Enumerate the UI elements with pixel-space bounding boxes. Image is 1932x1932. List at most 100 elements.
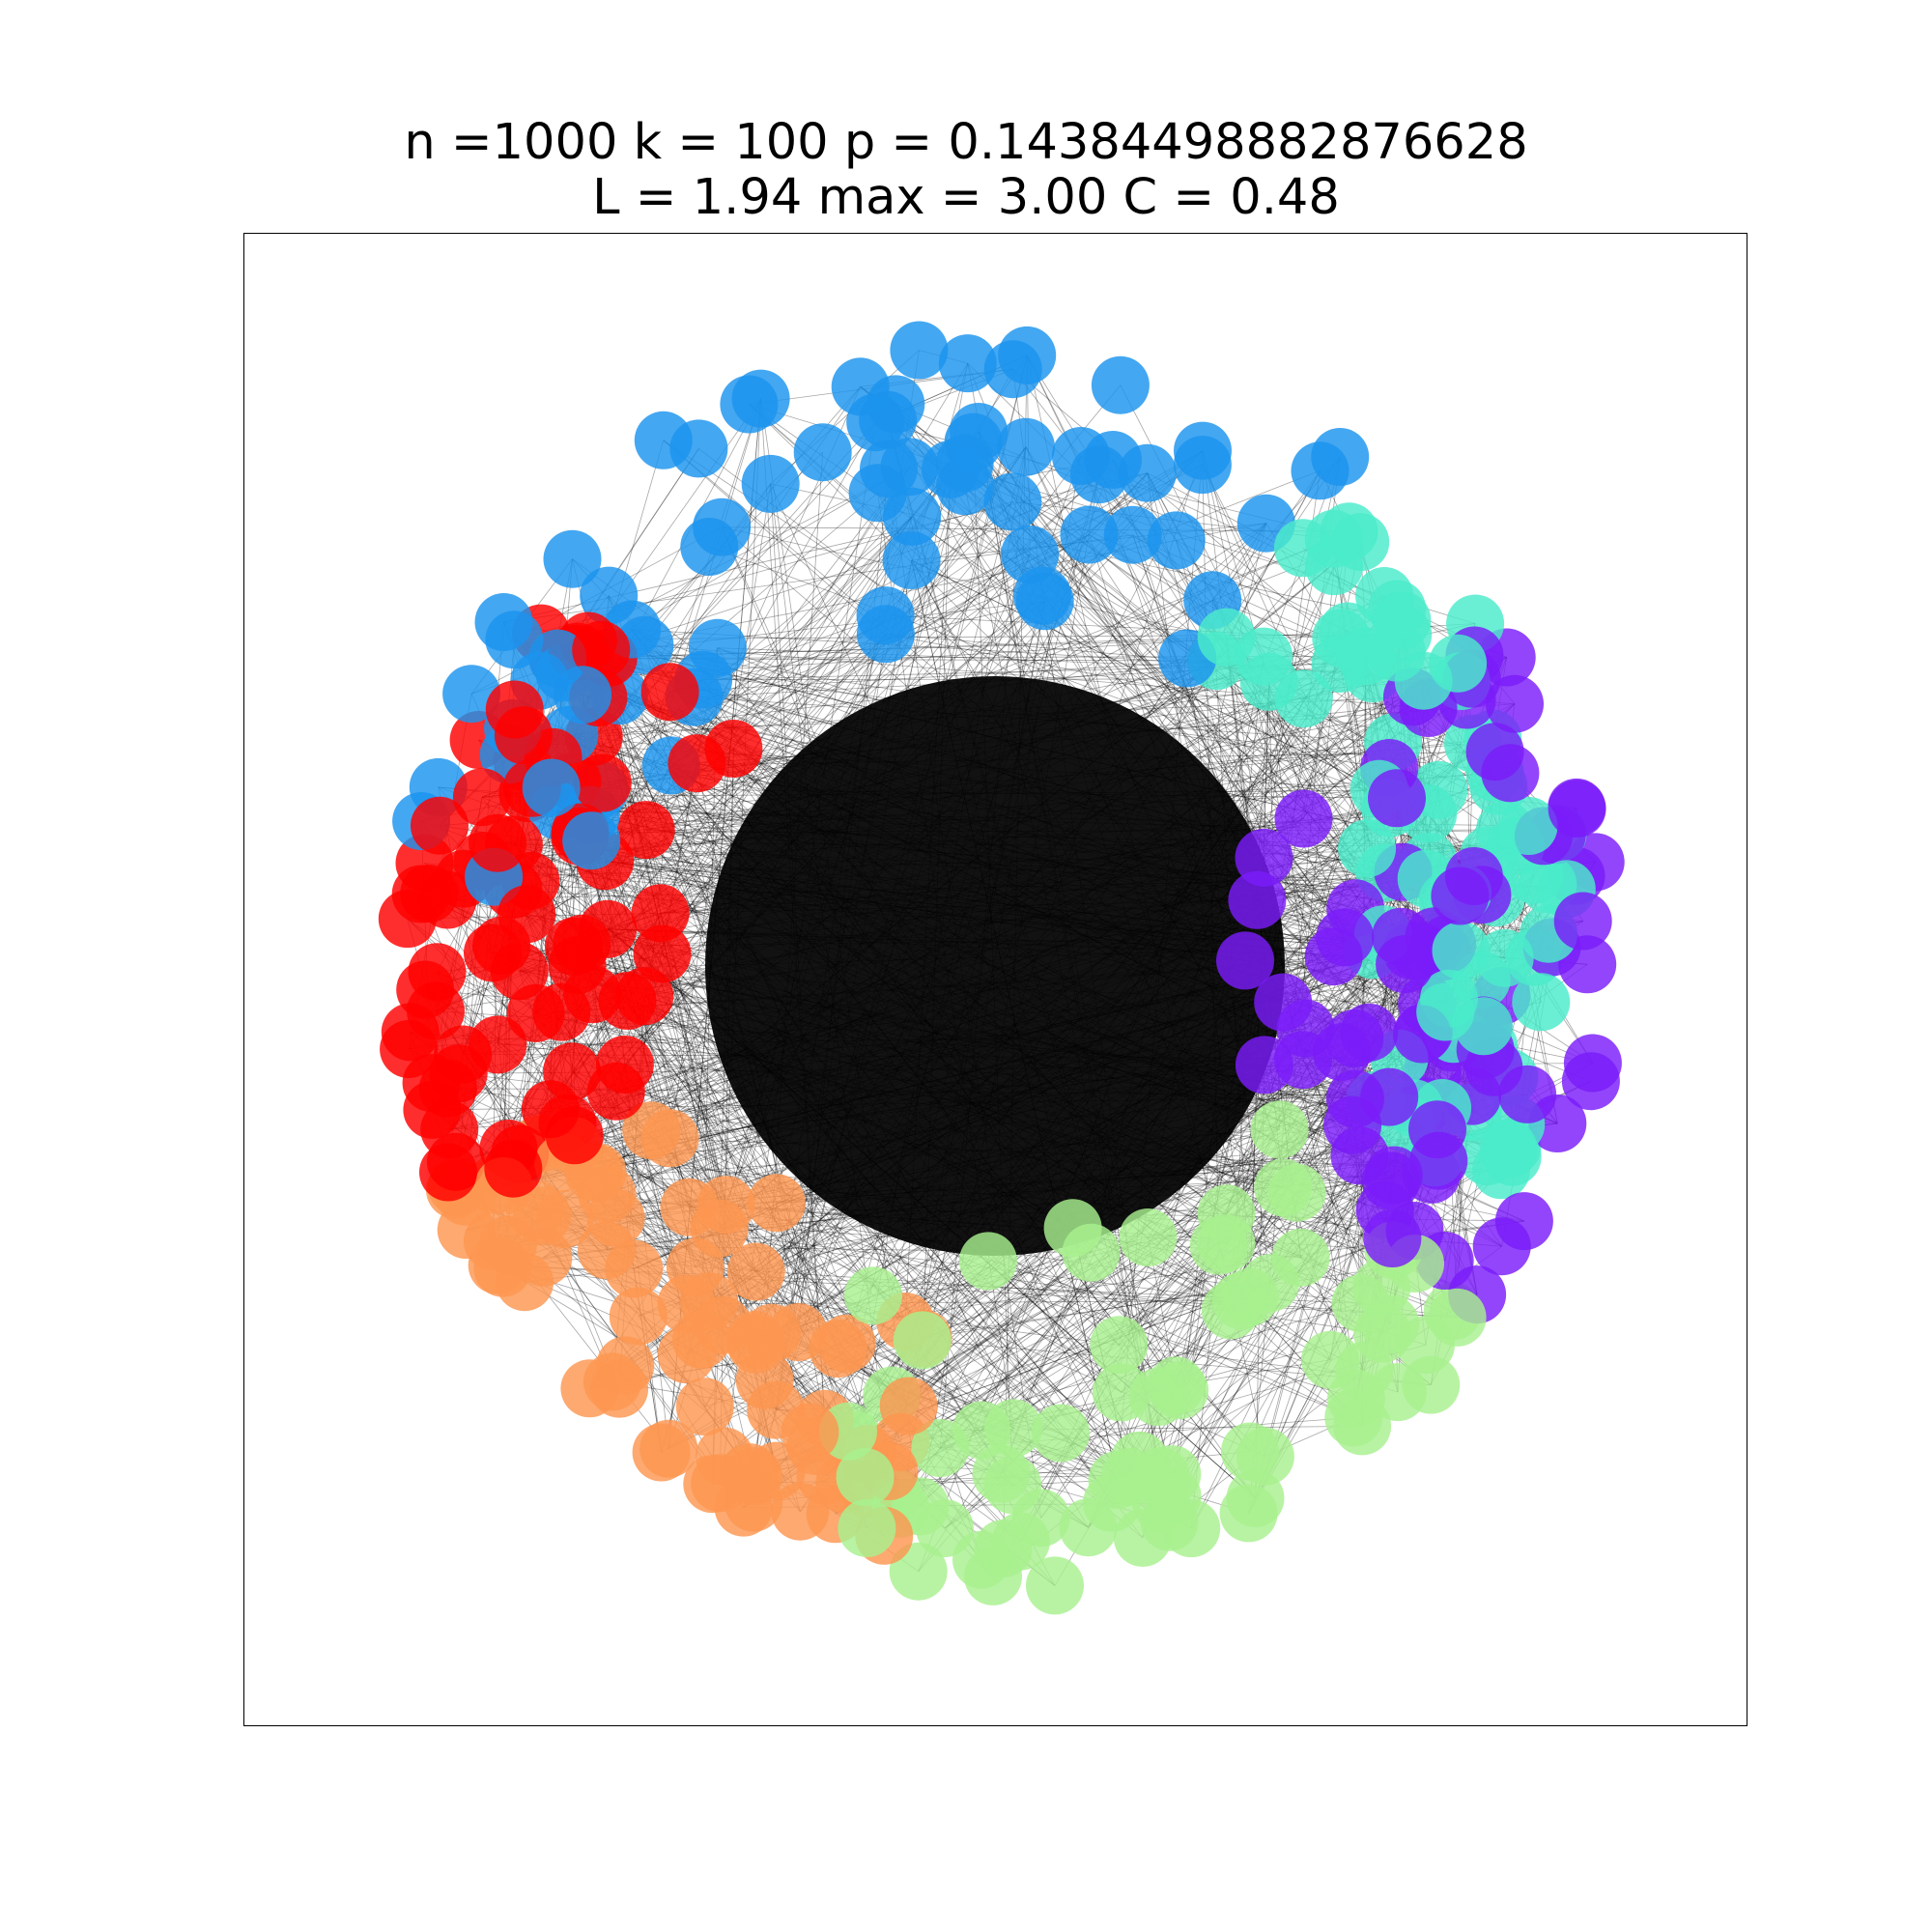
graph-node-red xyxy=(380,1020,439,1078)
graph-node-blue xyxy=(485,611,544,669)
graph-node-orange xyxy=(769,1303,828,1361)
figure-title-line-2: L = 1.94 max = 3.00 C = 0.48 xyxy=(592,169,1340,226)
graph-node-orange xyxy=(622,1101,681,1160)
graph-node-red xyxy=(497,885,556,944)
graph-node-violet xyxy=(1274,789,1333,848)
graph-node-light-green xyxy=(958,1232,1017,1291)
graph-node-orange xyxy=(879,1377,938,1435)
graph-node-red xyxy=(545,1106,604,1165)
graph-node-violet xyxy=(1561,1052,1620,1111)
graph-node-turquoise xyxy=(1197,608,1256,667)
graph-node-red xyxy=(391,865,450,923)
graph-node-orange xyxy=(609,1287,668,1346)
graph-node-blue xyxy=(1147,511,1206,570)
node-layer xyxy=(378,321,1625,1615)
graph-node-light-green xyxy=(1397,1316,1455,1375)
graph-edge xyxy=(482,861,509,1150)
graph-node-orange xyxy=(578,1221,636,1280)
graph-node-red xyxy=(543,1042,602,1101)
graph-node-orange xyxy=(639,1419,698,1478)
graph-edge xyxy=(500,516,913,947)
graph-node-turquoise xyxy=(1416,982,1475,1041)
graph-node-turquoise xyxy=(1355,567,1414,625)
graph-node-red xyxy=(616,801,675,860)
graph-node-red xyxy=(411,796,469,855)
graph-node-blue xyxy=(1173,436,1232,495)
graph-node-violet xyxy=(1363,1209,1422,1267)
graph-edge xyxy=(669,483,772,1139)
graph-node-blue xyxy=(741,454,800,513)
graph-node-violet xyxy=(1316,908,1375,967)
graph-node-violet xyxy=(1235,828,1293,887)
graph-node-blue xyxy=(793,423,852,482)
graph-node-violet xyxy=(1376,935,1435,994)
graph-edge xyxy=(539,467,910,1145)
graph-node-light-green xyxy=(1090,1316,1149,1375)
graph-node-turquoise xyxy=(1483,1127,1542,1186)
graph-node-blue xyxy=(882,531,941,589)
graph-node-light-green xyxy=(1119,1208,1178,1266)
graph-node-violet xyxy=(1472,1217,1531,1276)
graph-node-blue xyxy=(720,375,779,434)
graph-edge xyxy=(456,516,913,1187)
graph-node-blue xyxy=(1118,443,1177,502)
graph-edge xyxy=(733,362,969,750)
graph-node-violet xyxy=(1498,1065,1557,1123)
graph-node-blue xyxy=(1291,441,1350,500)
graph-node-blue xyxy=(1091,355,1150,414)
graph-node-light-green xyxy=(1011,1489,1070,1548)
graph-node-light-green xyxy=(1062,1223,1121,1282)
graph-node-light-green xyxy=(1032,1404,1091,1463)
graph-node-light-green xyxy=(1301,1330,1360,1389)
graph-node-light-green xyxy=(1059,1498,1118,1557)
graph-node-violet xyxy=(1254,973,1313,1032)
graph-node-red xyxy=(598,972,657,1030)
graph-edge xyxy=(534,1208,1241,1301)
graph-edge xyxy=(669,660,1217,693)
graph-edge xyxy=(604,467,910,862)
graph-node-orange xyxy=(596,1336,655,1395)
graph-node-blue xyxy=(669,419,728,478)
graph-node-orange xyxy=(747,1174,806,1233)
graph-node-blue xyxy=(983,340,1042,399)
graph-edge xyxy=(686,1300,1241,1305)
graph-node-turquoise xyxy=(1274,669,1333,728)
graph-node-light-green xyxy=(911,1419,970,1477)
graph-node-red xyxy=(419,1143,477,1202)
graph-node-light-green xyxy=(1333,1397,1392,1456)
graph-node-violet xyxy=(1553,892,1612,951)
graph-node-blue xyxy=(1015,572,1074,631)
graph-node-turquoise xyxy=(1312,609,1371,668)
graph-edge xyxy=(695,1266,1458,1319)
graph-node-light-green xyxy=(972,1444,1031,1503)
graph-node-light-green xyxy=(844,1266,902,1325)
graph-node-blue xyxy=(580,566,639,625)
graph-node-blue xyxy=(922,440,980,498)
graph-node-light-green xyxy=(1026,1556,1084,1615)
graph-node-orange xyxy=(680,1272,739,1331)
graph-node-light-green xyxy=(1189,1216,1248,1275)
figure-title-line-1: n =1000 k = 100 p = 0.14384498882876628 xyxy=(404,114,1528,171)
graph-edge xyxy=(1176,540,1349,632)
graph-node-light-green xyxy=(838,1499,896,1557)
graph-node-blue xyxy=(680,518,739,576)
graph-node-light-green xyxy=(964,1547,1022,1605)
graph-node-orange xyxy=(771,1482,830,1541)
graph-node-violet xyxy=(1368,769,1426,828)
graph-node-light-green xyxy=(1100,1447,1159,1506)
graph-node-light-green xyxy=(984,1399,1043,1458)
graph-node-light-green xyxy=(1254,1158,1313,1217)
graph-node-violet xyxy=(1323,1095,1382,1154)
graph-edge xyxy=(627,446,1027,1002)
graph-edge xyxy=(1147,472,1415,1109)
graph-node-violet xyxy=(1325,1009,1384,1067)
graph-node-blue xyxy=(1103,505,1162,564)
graph-node-orange xyxy=(747,1380,806,1439)
graph-node-violet xyxy=(1362,1151,1420,1210)
graph-node-light-green xyxy=(1221,1422,1279,1481)
graph-node-orange xyxy=(464,1211,522,1270)
graph-node-blue xyxy=(856,586,915,645)
graph-node-blue xyxy=(1069,445,1128,504)
graph-node-blue xyxy=(883,487,942,546)
graph-node-blue xyxy=(522,758,581,817)
